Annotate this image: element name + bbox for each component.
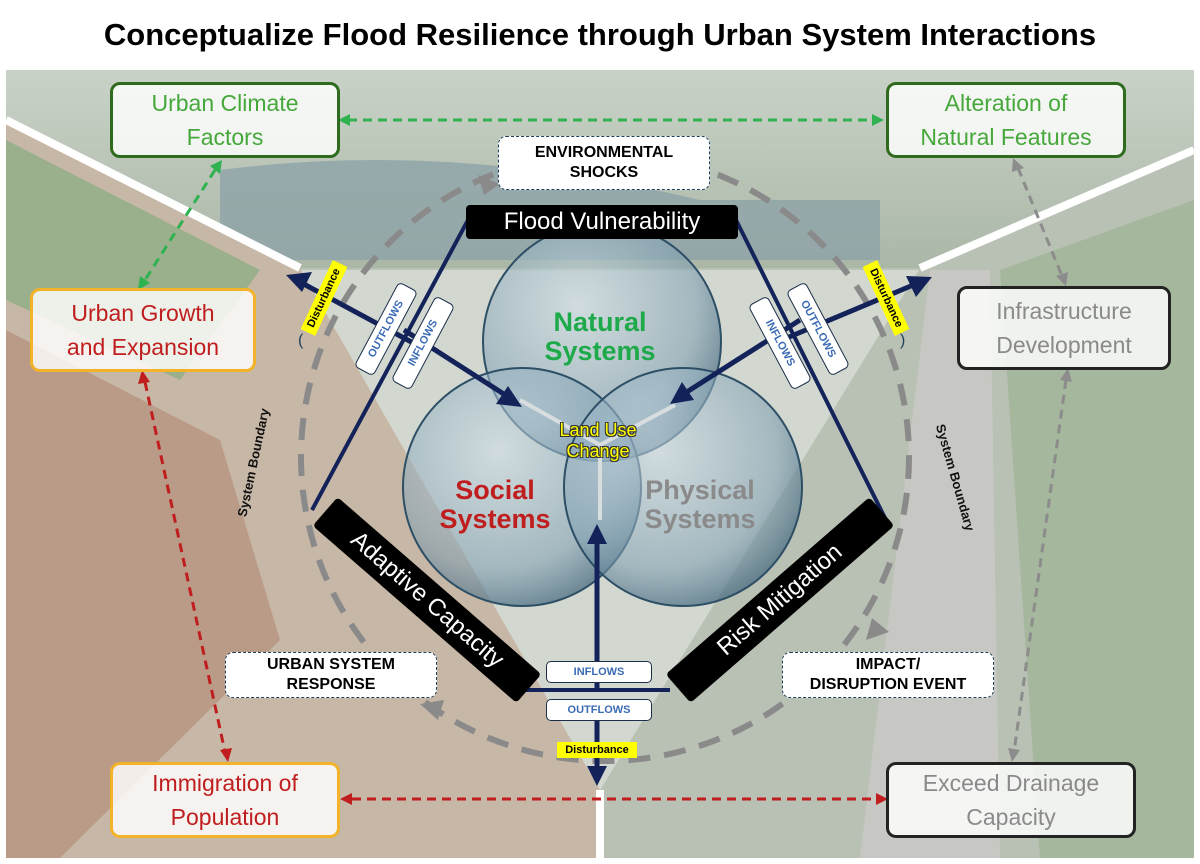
boundary-arrow-bottomleft (420, 700, 444, 720)
connector-alteration-infrastructure-head-top (1012, 158, 1024, 172)
inflow-arrow-left-head (496, 386, 522, 407)
system-boundary-circle (298, 150, 912, 764)
connector-immigration-drainage-head-right (876, 793, 888, 805)
connector-alteration-infrastructure (1016, 167, 1064, 277)
inflow-arrow-bottom-head (587, 524, 607, 544)
connector-infrastructure-drainage-head-top (1060, 368, 1072, 382)
connector-climate-alteration-head-right (872, 114, 884, 126)
connector-climate-alteration-head-left (338, 114, 350, 126)
connector-growth-immigration-head-top (138, 370, 150, 384)
bg-highway (860, 270, 1000, 858)
connector-climate-growth-head-bottom (138, 276, 150, 290)
connector-immigration-drainage-head-left (340, 793, 352, 805)
divider-right (918, 146, 1196, 272)
bg-left-roofs (6, 330, 280, 858)
connector-infrastructure-drainage-head-bottom (1008, 748, 1020, 762)
outflow-arrow-bottom-head (587, 766, 607, 786)
center-line-left (519, 398, 601, 447)
connector-growth-immigration (143, 381, 227, 753)
connector-growth-immigration-head-bottom (220, 748, 232, 762)
connector-infrastructure-drainage (1012, 379, 1068, 753)
connector-climate-growth (143, 169, 217, 281)
inflow-arrow-right-head (670, 382, 694, 404)
connector-alteration-infrastructure-head-bottom (1056, 272, 1068, 286)
bracket-right: ) (900, 332, 905, 349)
divider-left (4, 116, 302, 272)
connector-climate-growth-head-top (210, 160, 222, 174)
center-line-right (599, 403, 676, 447)
bracket-left: ( (298, 332, 304, 349)
outflow-arrow-right-head (906, 276, 932, 297)
boundary-arrow-top (478, 175, 500, 195)
